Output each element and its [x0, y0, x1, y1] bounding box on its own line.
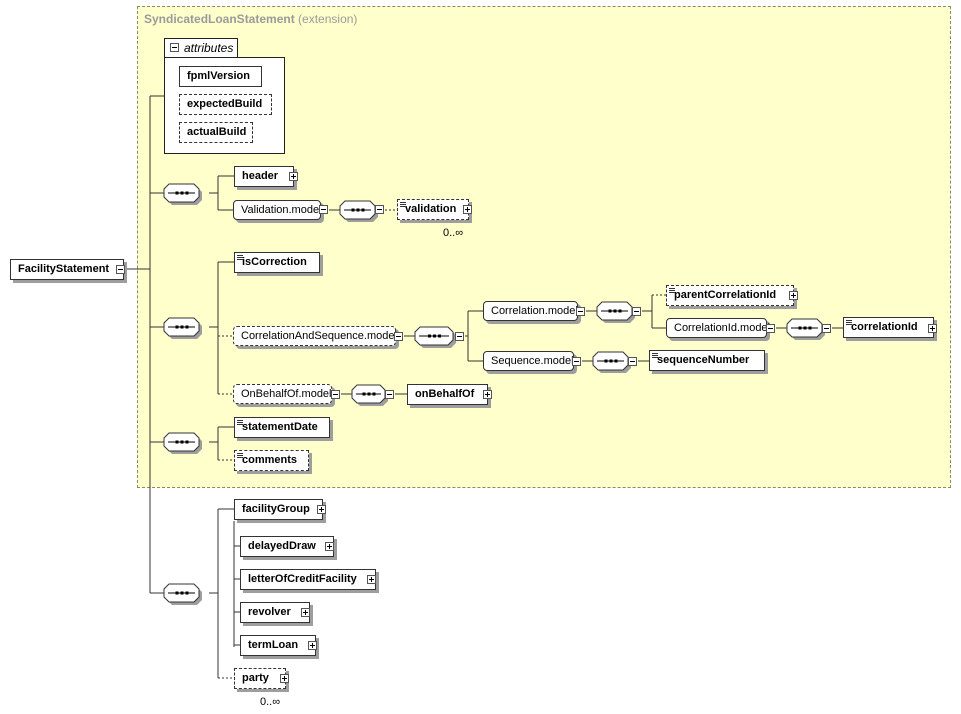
sequence-compositor-icon: [163, 317, 202, 339]
attributes-label: attributes: [184, 41, 234, 55]
extension-label: SyndicatedLoanStatement (extension): [144, 12, 357, 26]
collapse-toggle-icon[interactable]: [375, 205, 384, 214]
expand-toggle-icon[interactable]: [289, 172, 298, 181]
sequence-compositor-icon: [596, 301, 635, 323]
element-comments[interactable]: comments: [234, 450, 309, 471]
expand-toggle-icon[interactable]: [789, 291, 798, 300]
sequence-compositor-icon: [414, 326, 456, 348]
expand-toggle-icon[interactable]: [463, 205, 472, 214]
element-header[interactable]: header: [234, 166, 294, 187]
extension-suffix: (extension): [298, 12, 358, 26]
element-delayedDraw[interactable]: delayedDraw: [240, 536, 334, 557]
sequence-compositor-icon: [163, 183, 202, 205]
collapse-toggle-icon[interactable]: [632, 307, 641, 316]
element-correlationId[interactable]: correlationId: [843, 317, 934, 338]
element-sequenceNumber[interactable]: sequenceNumber: [649, 350, 765, 371]
group-Validation-model[interactable]: Validation.model: [233, 200, 322, 220]
sequence-compositor-icon: [339, 200, 378, 222]
collapse-toggle-icon[interactable]: [455, 332, 464, 341]
element-parentCorrelationId[interactable]: parentCorrelationId: [666, 285, 794, 306]
expand-toggle-icon[interactable]: [317, 505, 326, 514]
element-statementDate[interactable]: statementDate: [234, 417, 330, 438]
element-isCorrection[interactable]: isCorrection: [234, 252, 320, 273]
sequence-compositor-icon: [786, 318, 825, 340]
expand-toggle-icon[interactable]: [325, 542, 334, 551]
collapse-toggle-icon[interactable]: [572, 357, 581, 366]
collapse-toggle-icon[interactable]: [116, 265, 125, 274]
attribute-expectedBuild[interactable]: expectedBuild: [179, 94, 272, 115]
collapse-toggle-icon[interactable]: [766, 324, 775, 333]
element-termLoan[interactable]: termLoan: [240, 635, 316, 656]
group-Correlation-model[interactable]: Correlation.model: [483, 301, 578, 321]
element-validation[interactable]: validation: [397, 199, 469, 220]
sequence-compositor-icon: [351, 384, 388, 406]
cardinality-label: 0..∞: [443, 227, 464, 239]
collapse-toggle-icon[interactable]: [628, 357, 637, 366]
collapse-toggle-icon[interactable]: [576, 307, 585, 316]
collapse-toggle-icon[interactable]: [385, 390, 394, 399]
sequence-compositor-icon: [163, 583, 202, 605]
collapse-toggle-icon[interactable]: [319, 205, 328, 214]
expand-toggle-icon[interactable]: [483, 390, 492, 399]
attribute-fpmlVersion[interactable]: fpmlVersion: [179, 66, 262, 87]
collapse-toggle-icon[interactable]: [331, 390, 340, 399]
expand-toggle-icon[interactable]: [280, 674, 289, 683]
element-onBehalfOf[interactable]: onBehalfOf: [407, 384, 488, 405]
collapse-toggle-icon[interactable]: [170, 43, 179, 52]
expand-toggle-icon[interactable]: [301, 608, 310, 617]
sequence-compositor-icon: [592, 351, 631, 373]
element-FacilityStatement[interactable]: FacilityStatement: [10, 259, 124, 280]
cardinality-label: 0..∞: [260, 696, 281, 708]
element-revolver[interactable]: revolver: [240, 602, 310, 623]
sequence-compositor-icon: [163, 432, 202, 454]
attributes-tab: attributes: [164, 38, 238, 58]
group-Sequence-model[interactable]: Sequence.model: [483, 351, 574, 371]
extension-base-name: SyndicatedLoanStatement: [144, 12, 295, 26]
element-letterOfCreditFacility[interactable]: letterOfCreditFacility: [240, 569, 376, 590]
element-facilityGroup[interactable]: facilityGroup: [234, 499, 323, 520]
expand-toggle-icon[interactable]: [308, 641, 317, 650]
expand-toggle-icon[interactable]: [367, 575, 376, 584]
collapse-toggle-icon[interactable]: [822, 324, 831, 333]
element-party[interactable]: party: [234, 668, 286, 689]
collapse-toggle-icon[interactable]: [394, 332, 403, 341]
group-CorrelationAndSequence-model[interactable]: CorrelationAndSequence.model: [233, 326, 397, 346]
attribute-actualBuild[interactable]: actualBuild: [179, 122, 253, 143]
group-OnBehalfOf-model[interactable]: OnBehalfOf.model: [233, 384, 332, 404]
group-CorrelationId-model[interactable]: CorrelationId.model: [666, 318, 770, 338]
expand-toggle-icon[interactable]: [928, 324, 937, 333]
